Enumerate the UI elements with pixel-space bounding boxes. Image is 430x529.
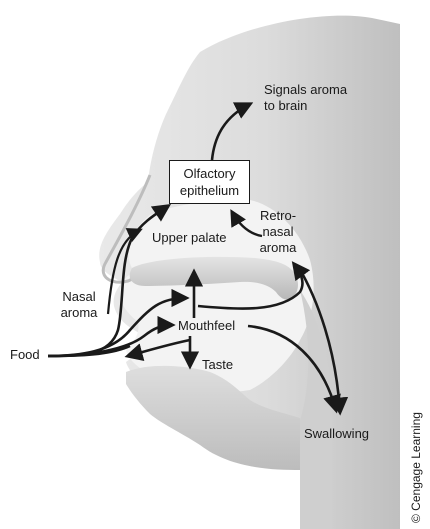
label-nasal-aroma: Nasal aroma xyxy=(56,289,102,321)
label-signals-aroma: Signals aroma to brain xyxy=(264,82,347,114)
olfactory-line1: Olfactory xyxy=(183,165,235,182)
label-upper-palate: Upper palate xyxy=(152,230,226,246)
label-mouthfeel: Mouthfeel xyxy=(178,318,235,334)
label-food: Food xyxy=(10,347,40,363)
label-taste: Taste xyxy=(202,357,233,373)
olfactory-line2: epithelium xyxy=(180,182,239,199)
credit-text: © Cengage Learning xyxy=(409,412,423,523)
copyright-credit: © Cengage Learning xyxy=(406,380,426,525)
label-swallowing: Swallowing xyxy=(304,426,369,442)
olfactory-epithelium-box: Olfactory epithelium xyxy=(169,160,250,204)
label-retronasal-aroma: Retro- nasal aroma xyxy=(254,208,302,256)
